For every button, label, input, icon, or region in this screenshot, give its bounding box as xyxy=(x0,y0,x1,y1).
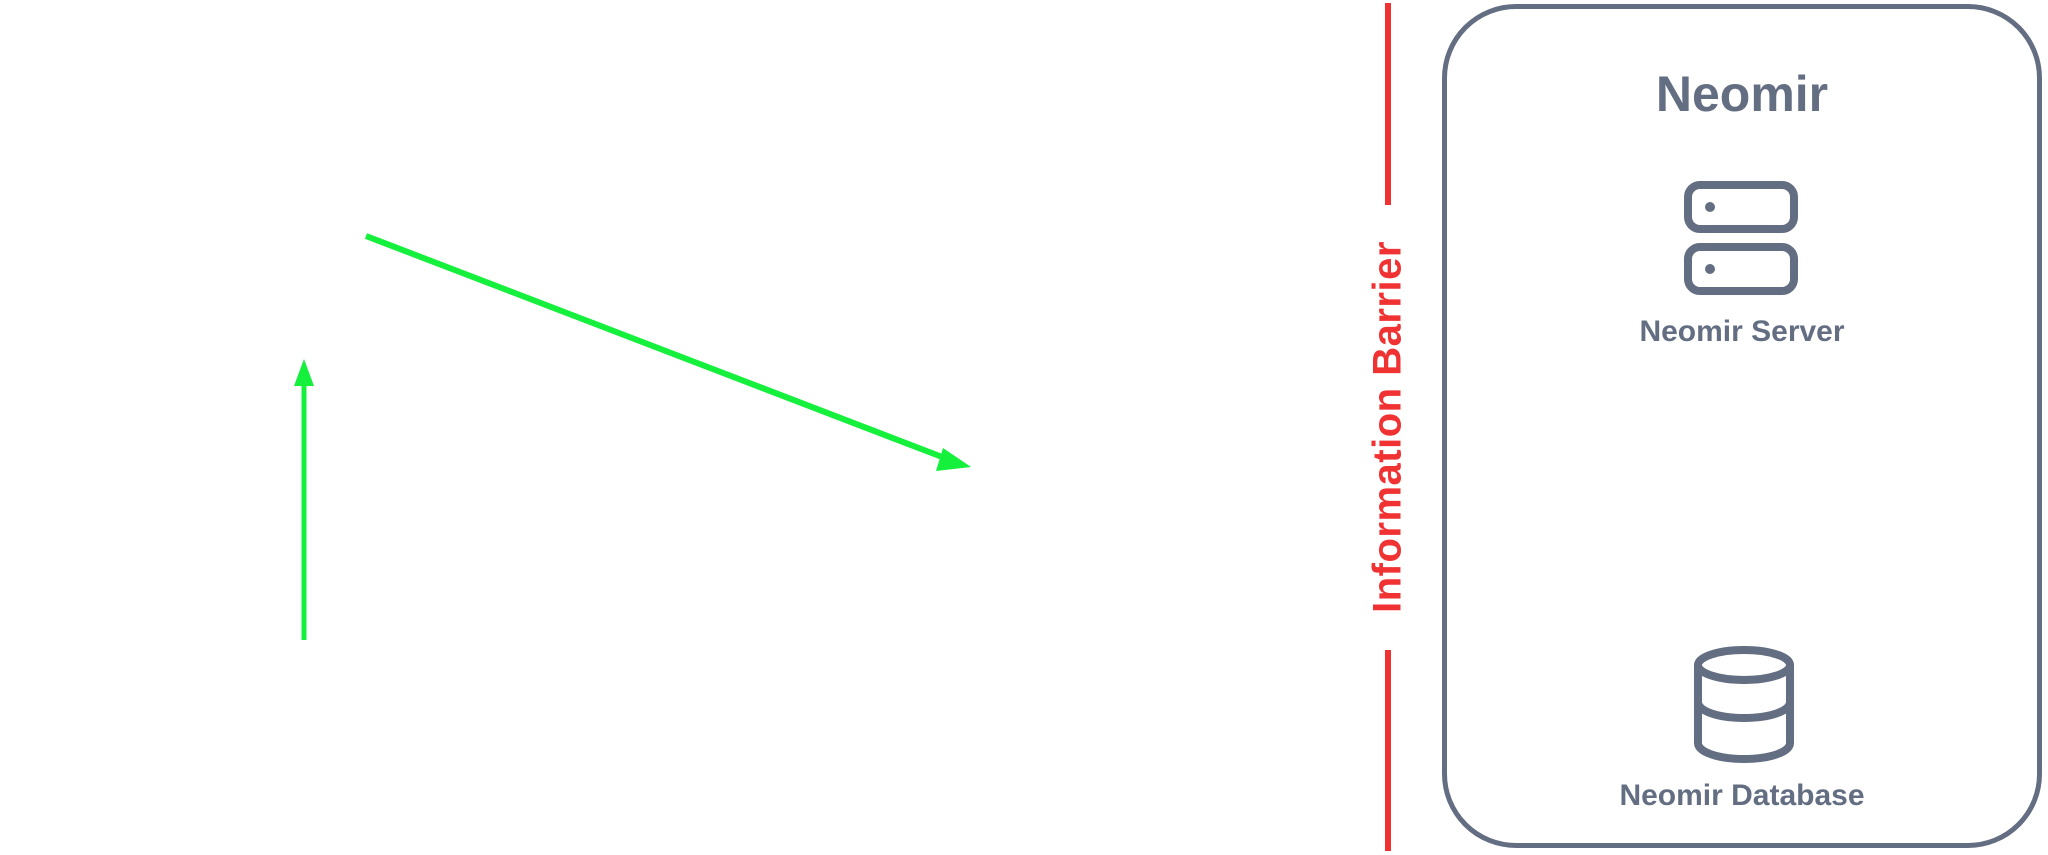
server-label: Neomir Server xyxy=(1639,315,1845,348)
database-label: Neomir Database xyxy=(1619,779,1865,812)
database-icon xyxy=(1694,646,1794,764)
group-title: Neomir xyxy=(1655,66,1829,122)
vertical-arrow xyxy=(294,359,314,640)
neomir-group: Neomir Neomir Server Neomir Database xyxy=(1442,4,2042,848)
diagonal-arrow xyxy=(364,233,971,471)
information-barrier-label: Information Barrier xyxy=(1365,241,1410,613)
server-icon xyxy=(1684,181,1798,295)
